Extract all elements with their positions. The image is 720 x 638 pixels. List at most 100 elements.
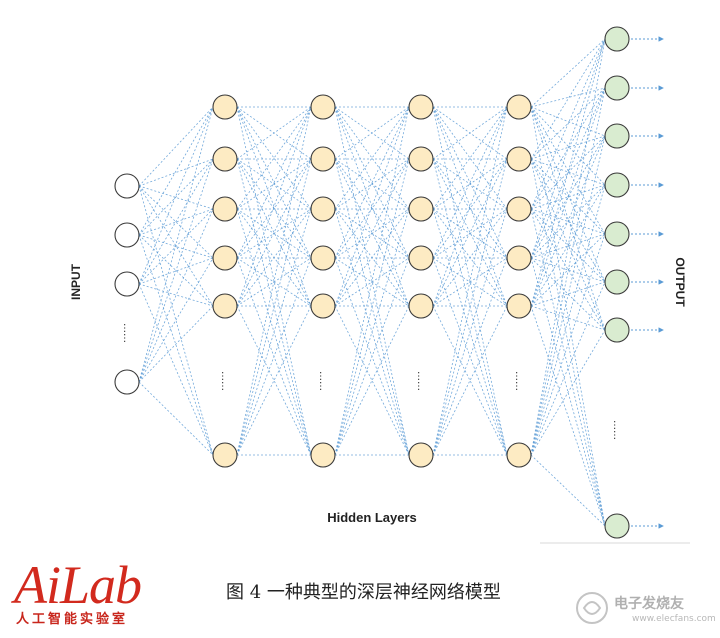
output-neuron [604, 317, 630, 343]
connection-line [432, 106, 508, 259]
hidden-1-ellipsis: …… [219, 371, 230, 391]
connection-line [236, 158, 312, 307]
connection-line [530, 87, 606, 108]
connection-line [432, 106, 508, 210]
output-neuron [604, 123, 630, 149]
connection-line [530, 87, 606, 210]
output-arrows [631, 36, 664, 529]
neural-network-diagram: ……………………………… INPUT OUTPUT Hidden Layers [69, 26, 690, 544]
connection-line [138, 234, 214, 307]
connection-line [138, 106, 214, 383]
connection-line [138, 305, 214, 383]
output-neuron [604, 75, 630, 101]
connection-line [236, 158, 312, 456]
connection-line [432, 106, 508, 307]
connection-line [138, 185, 214, 307]
connection-line [236, 106, 312, 210]
connection-line [530, 208, 606, 283]
connection-line [530, 257, 606, 331]
connection-line [236, 208, 312, 307]
connection-line [432, 158, 508, 456]
connection-line [530, 38, 606, 108]
connection-line [236, 106, 312, 456]
connection-line [138, 208, 214, 285]
output-neuron [604, 172, 630, 198]
connection-line [138, 158, 214, 285]
connection-line [432, 208, 508, 456]
connection-line [334, 158, 410, 210]
connection-line [138, 208, 214, 383]
connection-line [236, 158, 312, 210]
connection-line [530, 106, 606, 137]
hidden-1-neuron [212, 146, 238, 172]
connection-line [138, 257, 214, 383]
connection-line [138, 158, 214, 187]
connection-line [530, 454, 606, 527]
connection-line [432, 208, 508, 259]
connection-line [138, 106, 214, 236]
connection-line [334, 158, 410, 307]
connection-line [334, 106, 410, 307]
connection-line [138, 283, 214, 456]
output-label: OUTPUT [673, 257, 687, 307]
connection-line [236, 106, 312, 259]
connection-line [236, 106, 312, 307]
connection-line [236, 106, 312, 210]
connection-line [334, 208, 410, 456]
hidden-3-neuron [408, 94, 434, 120]
connection-line [138, 257, 214, 285]
connection-line [236, 208, 312, 259]
hidden-2-ellipsis: …… [317, 371, 328, 391]
connection-line [530, 106, 606, 331]
connection-line [138, 234, 214, 456]
hidden-3-ellipsis: …… [415, 371, 426, 391]
hidden-2-neuron [310, 94, 336, 120]
hidden-4-neuron [506, 293, 532, 319]
connection-line [530, 38, 606, 259]
connection-line [530, 305, 606, 331]
watermark-url: www.elecfans.com [632, 614, 716, 624]
connection-line [138, 234, 214, 259]
hidden-3-neuron [408, 245, 434, 271]
input-neuron [114, 271, 140, 297]
connection-line [530, 106, 606, 527]
input-neuron [114, 173, 140, 199]
watermark-logo-icon [576, 592, 608, 624]
connection-line [138, 185, 214, 210]
output-neuron [604, 269, 630, 295]
connection-line [334, 106, 410, 456]
connection-line [334, 106, 410, 307]
connection-line [334, 158, 410, 307]
connection-line [138, 185, 214, 456]
connection-line [432, 158, 508, 307]
connection-line [530, 158, 606, 331]
connection-line [138, 106, 214, 187]
hidden-3-neuron [408, 293, 434, 319]
connection-line [530, 281, 606, 456]
connection-line [530, 233, 606, 307]
hidden-4-ellipsis: …… [513, 371, 524, 391]
connection-line [530, 135, 606, 307]
connection-line [530, 329, 606, 456]
hidden-2-neuron [310, 146, 336, 172]
connection-line [530, 38, 606, 210]
hidden-4-neuron [506, 442, 532, 468]
connection-line [138, 158, 214, 236]
ailab-logo-subtitle: 人工智能实验室 [16, 612, 129, 627]
hidden-2-neuron [310, 196, 336, 222]
connection-line [432, 208, 508, 307]
connection-line [334, 158, 410, 259]
output-ellipsis: …… [611, 420, 622, 440]
connection-line [432, 158, 508, 259]
connection-line [530, 106, 606, 235]
connection-line [530, 233, 606, 456]
connection-line [530, 106, 606, 186]
connection-line [432, 257, 508, 456]
hidden-2-neuron [310, 245, 336, 271]
connection-line [530, 184, 606, 456]
connection-line [530, 281, 606, 307]
hidden-1-neuron [212, 245, 238, 271]
connection-line [334, 158, 410, 456]
connection-line [530, 38, 606, 160]
connection-line [236, 106, 312, 160]
